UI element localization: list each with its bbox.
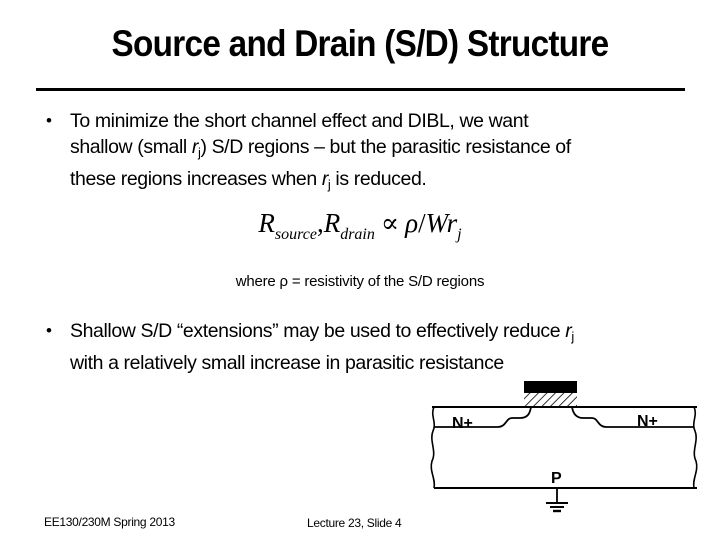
slide-title: Source and Drain (S/D) Structure (111, 23, 610, 64)
left-n-plus-label: N+ (452, 415, 473, 432)
bullet-item-2: • Shallow S/D “extensions” may be used t… (46, 318, 676, 376)
eq-r-source: R (258, 208, 275, 238)
eq-r-drain: R (323, 208, 341, 238)
eq-sub-j: j (457, 226, 462, 243)
p-substrate-label: P (551, 470, 562, 487)
proportional-icon: ∝ (380, 208, 400, 238)
eq-r: r (446, 208, 458, 238)
footer-slide-ref: Lecture 23, Slide 4 (307, 516, 402, 530)
bullet-1-line-2-pre: shallow (small (70, 136, 192, 158)
variable-r: r (321, 168, 329, 190)
eq-sub-source: source (274, 226, 317, 243)
bullet-1-line-3-post: is reduced. (330, 168, 427, 190)
title-divider (36, 88, 685, 91)
subscript-j: j (327, 177, 331, 192)
bullet-2-line-2: with a relatively small increase in para… (70, 352, 504, 374)
bullet-text: To minimize the short channel effect and… (70, 108, 676, 198)
subscript-j: j (197, 145, 201, 160)
variable-r: r (191, 136, 199, 158)
bullet-1-line-1: To minimize the short channel effect and… (70, 110, 529, 132)
equation-note: where ρ = resistivity of the S/D regions (235, 273, 485, 290)
eq-comma: , (316, 208, 324, 238)
variable-r: r (565, 320, 572, 342)
subscript-j: j (571, 329, 574, 344)
ground-icon (546, 488, 568, 513)
eq-slash: / (418, 208, 426, 238)
mosfet-cross-section-diagram: N+ N+ P (420, 375, 710, 525)
bullet-icon: • (46, 111, 52, 130)
right-n-plus-label: N+ (637, 413, 658, 430)
bullet-icon: • (46, 321, 52, 340)
gate-electrode-icon (524, 381, 577, 393)
resistance-equation: Rsource,Rdrain∝ρ/Wrj (0, 206, 720, 252)
gate-oxide-hatch-icon (524, 393, 577, 406)
eq-w: W (425, 208, 447, 238)
bullet-1-line-3-pre: these regions increases when (70, 168, 322, 190)
bullet-1-line-2-post: ) S/D regions – but the parasitic resist… (200, 136, 571, 158)
bullet-2-line-1-pre: Shallow S/D “extensions” may be used to … (70, 320, 566, 342)
eq-sub-drain: drain (340, 226, 375, 243)
bullet-item-1: • To minimize the short channel effect a… (46, 108, 676, 198)
footer-course: EE130/230M Spring 2013 (44, 515, 175, 529)
bullet-text: Shallow S/D “extensions” may be used to … (70, 318, 676, 376)
eq-rho: ρ (405, 208, 419, 238)
